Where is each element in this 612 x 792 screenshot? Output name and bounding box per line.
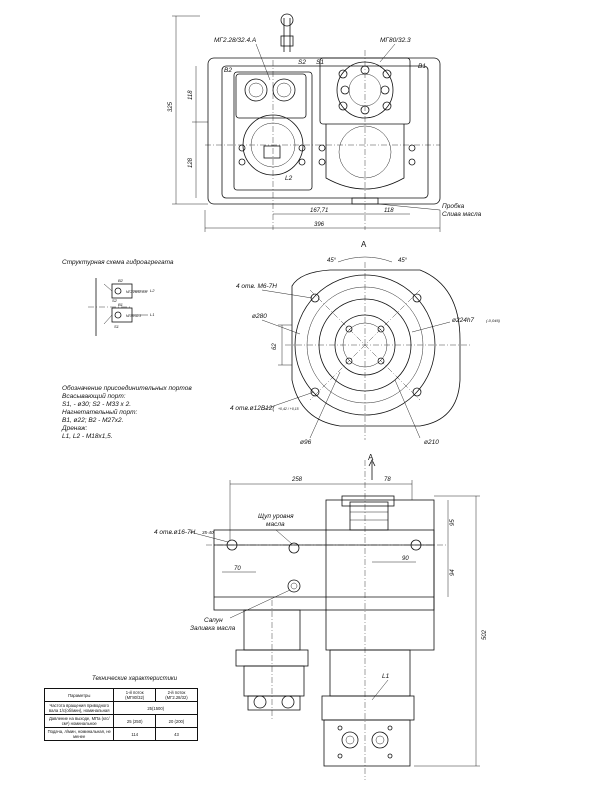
specs-row3-flow2: 43 [154,727,199,741]
specs-table: Параметры 1-й поток (МГ80/32) 2-й поток … [43,688,199,741]
dim-118-vertical: 118 [188,90,194,100]
dim-167-71: 167,71 [310,208,328,214]
side-holes-depth: 35-40 [202,530,214,535]
port-s2-label: S2 [298,59,306,66]
side-shchup-1: Щуп уровня [258,513,294,520]
base-plate [207,57,441,205]
scheme-title: Структурная схема гидроагрегата [62,258,174,266]
dim-128: 128 [188,157,194,168]
side-dim-502: 502 [482,629,488,640]
tank-frame [221,65,429,199]
view-a-holes1: 4 отв. M6-7H [236,283,277,290]
side-holes: 4 отв.ø16-7H [154,529,196,536]
view-a [261,256,470,440]
port-s1-label: S1 [316,59,324,66]
dipstick [288,542,300,554]
view-a-dim62: 62 [272,343,278,350]
valve-knob [280,13,294,27]
specs-header-flow1: 1-й поток (МГ80/32) [113,688,156,702]
ports-desc-3: S1, - ø30; S2 - M33 x 2. [62,401,131,408]
breather [287,579,301,593]
side-view [189,459,480,780]
sliv-label: Слива масла [442,211,482,218]
scheme-s2: S2 [112,298,118,303]
ports-desc-1: Обозначение присоединительных портов [62,384,192,392]
table-row: Частота вращения приводного вала 1/с(об/… [43,701,198,715]
angle-right: 45° [398,258,408,264]
ports-desc-2: Всасывающий порт: [62,392,126,400]
motor-housing [325,499,435,651]
view-a-title: A [361,240,367,249]
view-a-holes2-tol: +0,42 / +0,15 [278,407,299,411]
angle-left: 45° [327,258,337,264]
port-l2-label: L2 [285,175,293,182]
dim-396: 396 [314,222,325,228]
specs-header-flow2: 2-й поток (МГ2.28/32) [154,688,199,702]
top-view [172,13,441,232]
port-b2-circle [244,78,268,102]
port-b1-label: B1 [418,63,426,70]
ports-desc-4: Нагнетательный порт: [62,408,137,416]
ports-desc-5: B1, ø22; B2 - M27x2. [62,417,124,424]
side-dim-78: 78 [384,477,391,483]
pump-right-body [325,124,405,190]
ports-desc-7: L1, L2 - M18x1,5. [62,433,113,440]
view-a-d224-tol: (-0,046) [486,318,501,323]
view-a-holes2: 4 отв.ø12В12( [230,405,275,412]
specs-row1-label: Частота вращения приводного вала 1/с(об/… [43,701,115,715]
specs-title: Технические характеристики [92,676,178,682]
scheme-box1: МГ2.28/32.4.А [126,290,147,294]
tank-body [213,529,435,611]
pump1-label: МГ2.28/32.4.А [214,37,256,44]
scheme-box2: МГ80/32.3 [126,314,141,318]
view-a-d280: ø280 [252,313,267,320]
specs-row2-label: Давление на выходе, МПа (кгс/см²) номина… [43,714,115,728]
side-dim-94: 94 [450,569,456,576]
view-a-outline [291,269,461,427]
side-arrow-a: A [368,453,374,462]
view-a-d210: ø210 [424,439,439,446]
specs-row3-label: Подача, л/мин, номинальная, не менее [43,727,115,741]
specs-row2-flow1: 25 (250) [113,714,156,728]
table-row: Подача, л/мин, номинальная, не менее 114… [43,727,199,741]
view-a-d96: ø96 [300,439,312,446]
side-shchup-2: масла [266,521,285,528]
scheme-b1: B1 [118,302,123,307]
side-dim-258: 258 [291,477,303,483]
probka-label: Пробка [442,202,465,210]
dim-height-325: 325 [168,101,174,112]
side-dim-70: 70 [234,566,241,572]
scheme-l2: L2 [150,288,155,293]
side-dim-95: 95 [450,519,456,526]
table-row: Давление на выходе, МПа (кгс/см²) номина… [43,714,199,728]
side-l1: L1 [382,673,390,680]
specs-header-param: Параметры [43,688,115,702]
specs-row1-value: 25(1500) [113,701,198,715]
port-s2-circle [272,78,296,102]
side-zaliv: Заливка масла [190,625,236,632]
structural-scheme [88,278,148,336]
table-row: Параметры 1-й поток (МГ80/32) 2-й поток … [43,688,199,702]
pump2-label: МГ80/32.3 [380,37,411,44]
scheme-b2: B2 [118,278,124,283]
dim-118-horizontal: 118 [384,208,394,214]
scheme-l1: L1 [150,312,154,317]
side-dim-90: 90 [402,556,409,562]
pump-left-flange [235,73,307,119]
view-a-d224: ø224h7 [452,317,474,324]
drain-l2-block [263,145,281,159]
port-b2-label: B2 [224,67,232,74]
specs-row3-flow1: 114 [113,727,156,741]
ports-desc-6: Дренаж: [61,425,87,432]
specs-row2-flow2: 20 (200) [154,714,199,728]
scheme-s1: S1 [114,324,119,329]
side-sapun: Сапун [204,617,223,624]
